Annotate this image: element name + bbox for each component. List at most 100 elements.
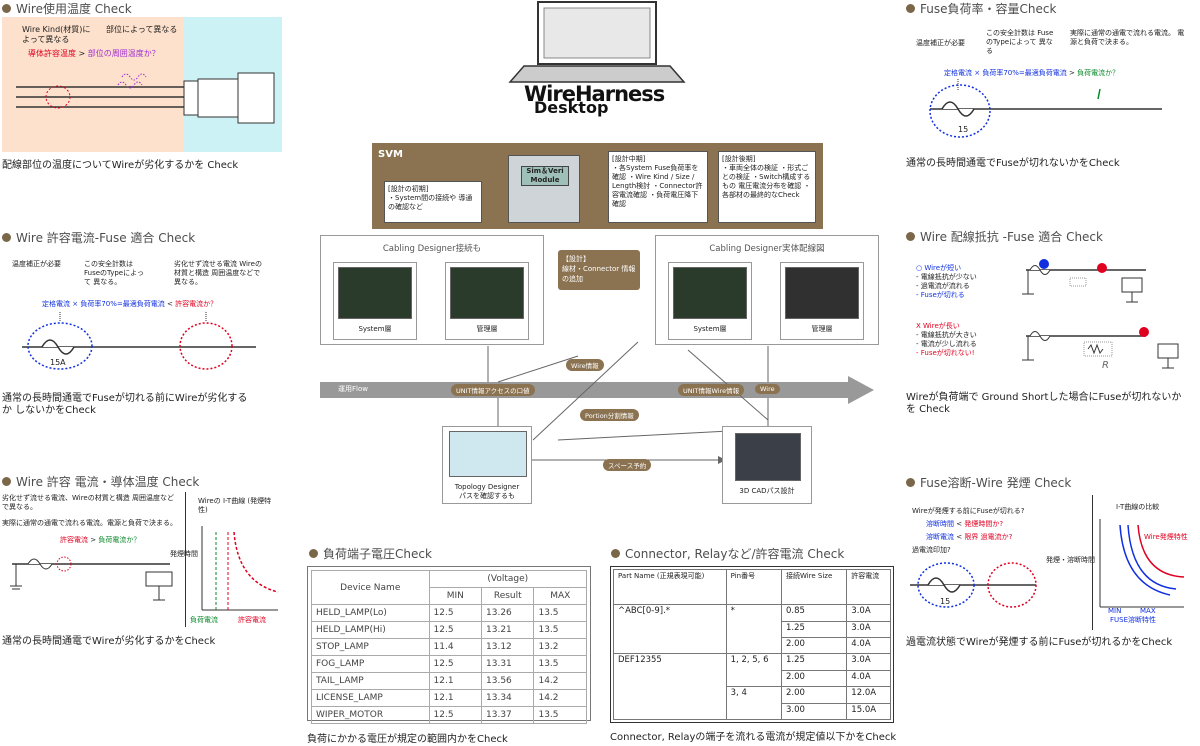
connector-cell-size: 1.25 (780, 653, 848, 671)
cad-box: 3D CADパス設計 (722, 426, 812, 504)
smoke-max: MAX (1140, 607, 1156, 615)
conduct-chart-title: Wireの I-T曲線 (発煙特性) (198, 497, 272, 514)
conduct-axis-label: 発煙時間 (170, 550, 198, 558)
connector-cell-part: DEF12355 (613, 653, 727, 720)
smoke-curve-fuse: FUSE溶断特性 (1110, 616, 1157, 624)
screen-thumb (338, 267, 412, 319)
voltage-cell-max: 13.2 (533, 638, 587, 656)
bullet-icon (2, 477, 11, 486)
cabling-left-box: Cabling Designer接続も System層 管理層 (320, 235, 544, 345)
smoke-note-over: 過電流印加? (912, 546, 951, 554)
voltage-cell-min: 11.4 (428, 638, 483, 656)
screen-thumb (785, 267, 859, 319)
smoke-caption: 過電流状態でWireが発煙する前にFuseが切れるかをCheck (906, 637, 1173, 648)
voltage-cell-min: 12.1 (428, 689, 483, 707)
voltage-cell-name: WIPER_MOTOR (311, 706, 430, 724)
voltage-cell-result: 13.56 (481, 672, 535, 690)
fuse-rating-label: 15A (50, 358, 66, 367)
tag-unit-access: UNIT情報アクセスの口値 (451, 384, 535, 396)
connector-caption: Connector, Relayの端子を流れる電流が規定値以下かをCheck (610, 732, 897, 743)
panel-title-smoke: Fuse溶断-Wire 発煙 Check (906, 474, 1071, 491)
svm-title: SVM (378, 149, 403, 160)
voltage-cell-max: 13.5 (533, 621, 587, 639)
connector-header: Pin番号 (725, 568, 782, 606)
tag-wire-info: Wire情報 (566, 359, 604, 371)
svm-box: SVM [設計の初期] ・System間の接続や 導通の確認など Sim＆Ver… (372, 143, 823, 229)
voltage-cell-max: 13.5 (533, 604, 587, 622)
logo-wireharness: WireHarness (524, 82, 665, 106)
panel-title-voltage: 負荷端子電圧Check (309, 545, 432, 562)
screen-label: System層 (358, 325, 392, 333)
fuse-match-note-temp: 温度補正が必要 (12, 260, 61, 268)
cad-screen (735, 433, 801, 481)
temp-diagram (16, 72, 275, 124)
tag-portion: Portion分割情報 (580, 409, 639, 421)
cabling-left-title: Cabling Designer接続も (382, 244, 482, 254)
bullet-icon (2, 4, 11, 13)
topology-label: Topology Designer パスを確認するも (454, 483, 520, 500)
connector-cell-current: 3.0A (846, 620, 891, 639)
bullet-icon (906, 478, 915, 487)
topology-screen (449, 431, 527, 477)
smoke-panel: Wireが発煙する前にFuseが切れる? 溶断時間 < 発煙時間か? 溶断電流 … (906, 495, 1188, 630)
temp-note-kind: Wire Kind(材質)によって異なる (22, 25, 91, 44)
smoke-chart-title: I-T曲線の比較 (1116, 503, 1160, 511)
panel-title-resist: Wire 配線抵抗 -Fuse 適合 Check (906, 228, 1103, 245)
topology-box: Topology Designer パスを確認するも (442, 426, 532, 504)
connector-cell-current: 12.0A (846, 686, 891, 704)
connector-cell-size: 0.85 (780, 604, 848, 622)
logo-desktop: Desktop (534, 98, 609, 117)
resist-caption: Wireが負荷端で Ground Shortした場合にFuseが切れないかを C… (906, 392, 1182, 415)
voltage-subheader: MIN (428, 587, 483, 605)
fuse-load-diagram (929, 79, 1162, 138)
tag-wire: Wire (755, 384, 780, 394)
voltage-cell-min: 12.5 (428, 604, 483, 622)
voltage-cell-name: LICENSE_LAMP (311, 689, 430, 707)
voltage-col-device: Device Name (311, 570, 430, 605)
design-box: 【設計】 線材・Connector 情報の追加 (558, 250, 640, 290)
tag-unit-wire: UNIT情報Wire情報 (678, 384, 745, 396)
screen-label: 管理層 (476, 325, 498, 333)
bullet-icon (309, 549, 318, 558)
connector-cell-current: 4.0A (846, 637, 891, 655)
voltage-cell-max: 14.2 (533, 689, 587, 707)
smoke-note-main: Wireが発煙する前にFuseが切れる? (912, 507, 1025, 515)
voltage-cell-name: STOP_LAMP (311, 638, 430, 656)
legend-load-current: 負荷電流 (190, 616, 218, 624)
connector-header: 接続Wire Size (780, 568, 848, 606)
voltage-cell-min: 12.5 (428, 655, 483, 673)
voltage-cell-max: 13.5 (533, 655, 587, 673)
conduct-diagram (10, 526, 279, 611)
voltage-subheader: MAX (533, 587, 587, 605)
voltage-cell-name: FOG_LAMP (311, 655, 430, 673)
voltage-cell-min: 12.1 (428, 672, 483, 690)
fuse-load-rating: 15 (958, 125, 969, 134)
resist-r-label: R (1102, 360, 1109, 371)
voltage-subheader: Result (481, 587, 535, 605)
connector-cell-size: 3.00 (780, 702, 848, 721)
connector-cell-part: ^ABC[0-9].* (613, 604, 727, 655)
resist-ok-list: ○ Wireが短い - 電線抵抗が少ない - 過電流が流れる - Fuseが切れ… (916, 264, 977, 299)
temp-caption: 配線部位の温度についてWireが劣化するかを Check (2, 160, 239, 171)
connector-cell-size: 2.00 (780, 637, 848, 655)
fuse-load-note-load: 実際に通常の通電で流れる電流。 電源と負荷で決まる。 (1070, 29, 1185, 46)
resist-panel: ○ Wireが短い - 電線抵抗が少ない - 過電流が流れる - Fuseが切れ… (906, 248, 1188, 385)
resist-diagram (1022, 259, 1179, 369)
laptop-icon (508, 1, 686, 83)
panel-title-connector: Connector, Relayなど/許容電流 Check (611, 545, 844, 562)
connector-cell-current: 3.0A (846, 653, 891, 671)
fuse-match-diagram (22, 312, 256, 370)
bullet-icon (611, 549, 620, 558)
panel-title-fuse-match: Wire 許容電流-Fuse 適合 Check (2, 229, 195, 246)
